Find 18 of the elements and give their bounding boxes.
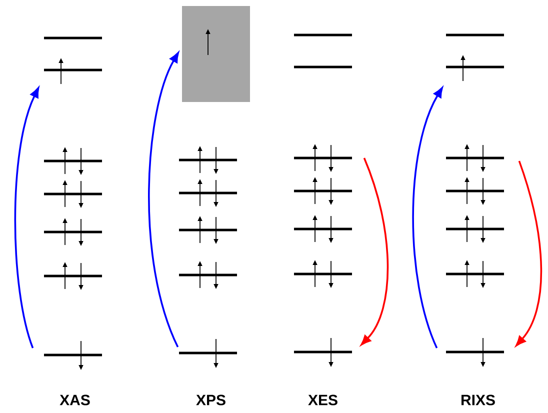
- arrow: [14, 87, 40, 348]
- panel-label: RIXS: [462, 394, 495, 406]
- energy-level-line: [446, 156, 504, 160]
- energy-level-line: [294, 156, 352, 160]
- panel-label: XPS: [196, 394, 226, 406]
- arrow: [148, 52, 179, 348]
- arrow: [360, 158, 389, 346]
- panel-label: XES: [308, 394, 338, 406]
- arrow: [412, 87, 443, 348]
- panel-label: XAS: [60, 394, 90, 406]
- energy-level-line: [446, 350, 504, 354]
- arrow: [516, 160, 542, 346]
- energy-level-line: [44, 354, 102, 356]
- continuum-box: [182, 6, 250, 102]
- energy-level-line: [446, 66, 504, 68]
- energy-level-line: [294, 350, 352, 354]
- energy-level-line: [44, 68, 102, 72]
- energy-level-line: [179, 352, 237, 354]
